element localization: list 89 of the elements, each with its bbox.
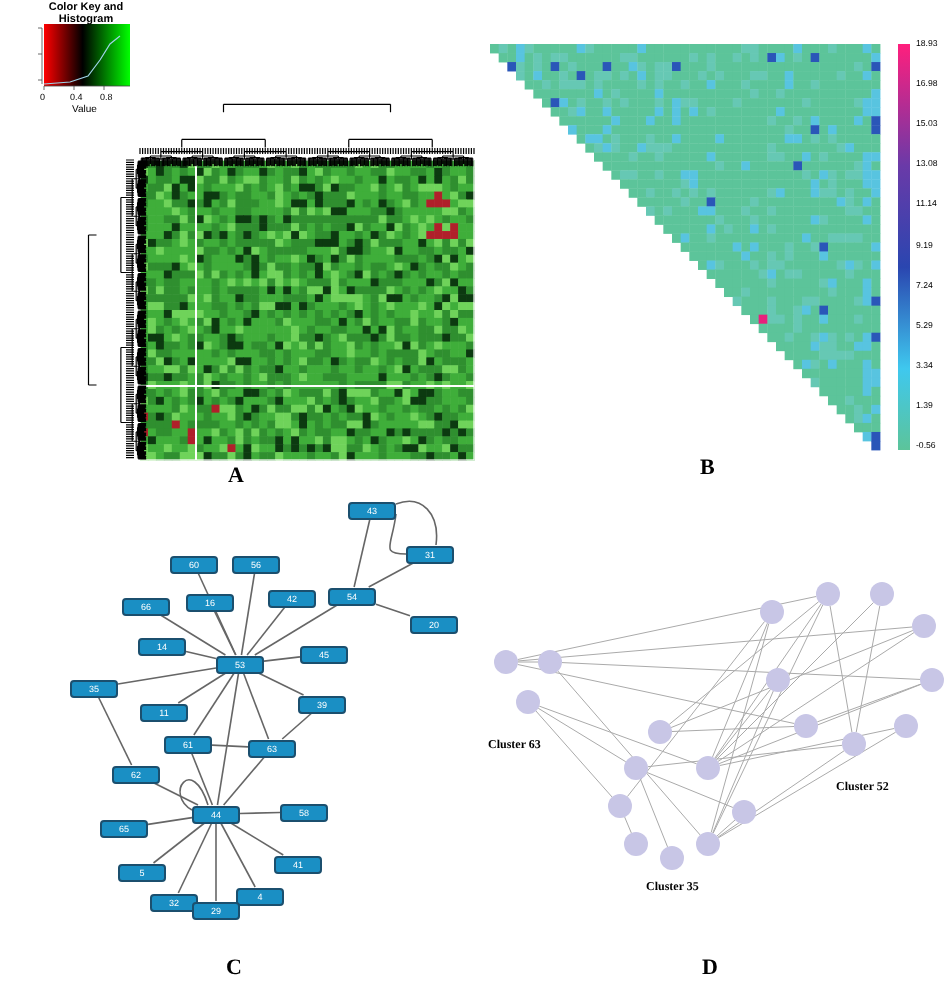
connector-line (719, 728, 895, 766)
connector-line (557, 670, 701, 836)
network-node-circle (912, 614, 936, 638)
connector-line (624, 816, 632, 834)
connector-line (710, 623, 770, 833)
connector-line (215, 822, 217, 902)
network-node-circle (660, 846, 684, 870)
network-node-circle (624, 832, 648, 856)
network-node-circle (608, 794, 632, 818)
connector-line (714, 603, 822, 759)
connector-line (152, 822, 206, 864)
network-node-circle (696, 832, 720, 856)
connector-line (242, 672, 270, 740)
connector-line (240, 572, 256, 656)
connector-line (535, 710, 613, 798)
connector-line (718, 683, 922, 765)
connector-line (229, 822, 285, 856)
connector-line (211, 744, 249, 748)
network-node-circle (894, 714, 918, 738)
connector-line (646, 772, 734, 808)
connector-line (185, 650, 217, 660)
connector-line (375, 603, 411, 617)
network-node-circle (920, 668, 944, 692)
connector-line (193, 672, 235, 736)
network-node-circle (816, 582, 840, 606)
connector-line (647, 744, 843, 768)
network-node-circle (516, 690, 540, 714)
connector-line (153, 782, 199, 806)
connector-line (626, 620, 766, 798)
connector-line (670, 629, 914, 729)
connector-line (712, 604, 824, 834)
connector-line (177, 822, 213, 894)
network-node-circle (648, 720, 672, 744)
network-node-circle (624, 756, 648, 780)
connector-line (668, 601, 820, 725)
connector-line (216, 672, 240, 806)
connector-line (222, 756, 266, 806)
connector-line (239, 811, 281, 815)
connector-line (263, 656, 301, 662)
connector-line (717, 632, 915, 762)
connector-line (246, 606, 286, 656)
connector-line (353, 518, 371, 588)
connector-line (855, 605, 881, 733)
connector-line (717, 750, 845, 838)
connector-line (517, 596, 817, 660)
connector-line (220, 822, 256, 888)
connector-line (716, 819, 736, 837)
connector-line (712, 622, 768, 758)
network-node-circle (760, 600, 784, 624)
network-node-circle (766, 668, 790, 692)
connector-line (213, 610, 237, 656)
connector-line (517, 626, 913, 662)
connector-line (517, 664, 795, 724)
connector-line (147, 816, 193, 826)
panel-letter: A (228, 464, 244, 489)
network-node-circle (732, 800, 756, 824)
network-node-circle (794, 714, 818, 738)
connector-line (97, 696, 133, 766)
panel-letter: C (226, 956, 242, 981)
connector-line (716, 602, 874, 760)
connector-line (639, 778, 669, 848)
connector-line (561, 662, 921, 680)
connector-line (712, 690, 774, 834)
panel-letter: B (700, 456, 715, 481)
network-node-circle (538, 650, 562, 674)
connector-line (117, 667, 217, 685)
connector-line (538, 705, 698, 765)
connector-line (177, 672, 227, 704)
connector-line (517, 661, 539, 663)
connector-line (671, 726, 795, 732)
connector-line (254, 604, 338, 656)
connector-line (179, 779, 209, 811)
connector-line (281, 712, 313, 740)
network-node-circle (696, 756, 720, 780)
connector-line (717, 731, 897, 839)
connector-line (537, 707, 627, 763)
connector-line (829, 605, 853, 733)
connector-line (816, 683, 922, 723)
connector-line (190, 752, 214, 806)
network-node-circle (842, 732, 866, 756)
connector-line (367, 562, 415, 588)
connector-line (257, 672, 305, 696)
connector-line (159, 614, 227, 656)
connector-line (714, 688, 772, 760)
connector-line (197, 572, 237, 656)
network-node-circle (870, 582, 894, 606)
network-node-circle (494, 650, 518, 674)
connector-line (388, 500, 438, 555)
panel-letter: D (702, 956, 718, 981)
